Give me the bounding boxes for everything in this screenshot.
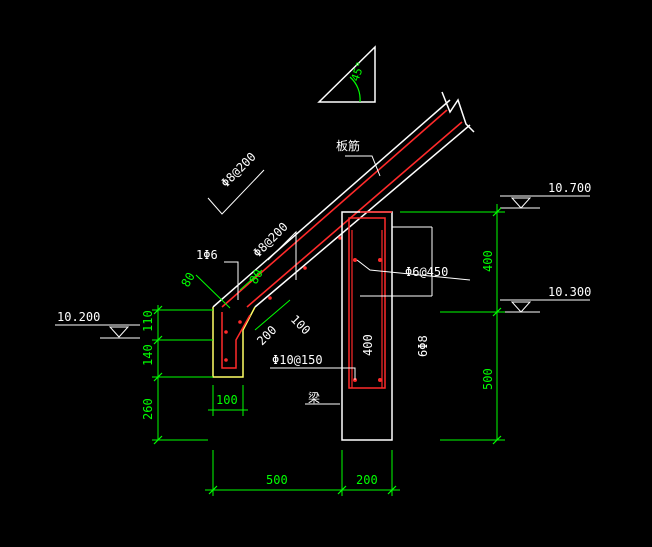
curb-bar-dot-2 [224, 358, 228, 362]
dim-100-slant: 100 [288, 312, 313, 337]
beam-dot-2 [378, 258, 382, 262]
dimension-texts: 400 500 110 140 260 100 500 200 80 80 [141, 250, 495, 487]
dim-260: 260 [141, 398, 155, 420]
elevation-10300: 10.300 [500, 285, 591, 313]
dim-110: 110 [141, 310, 155, 332]
dim-slant-80a [195, 274, 231, 309]
dim-500-right: 500 [481, 368, 495, 390]
beam-stirrup [348, 217, 386, 389]
slope-angle-label: 45° [349, 60, 368, 83]
slope-symbol: 45° [317, 45, 376, 103]
elevation-triangle-1 [510, 197, 532, 209]
leader-1a6 [224, 261, 239, 300]
slab-break-line [441, 91, 475, 133]
main-beam [341, 211, 393, 441]
beam-dot-1 [353, 258, 357, 262]
dim-slant-80b [239, 269, 263, 291]
dim-400-beam: 400 [361, 334, 375, 356]
leader-a8-200-top [207, 169, 265, 215]
slab-bottom-rebar [246, 121, 463, 308]
beam-dot-4 [378, 378, 382, 382]
slab-top-rebar [221, 109, 448, 308]
dim-100-bottom: 100 [216, 393, 238, 407]
label-slab-rebar: 板筋 [336, 138, 360, 153]
leader-slab-rebar [345, 155, 381, 177]
curb-section [212, 236, 342, 378]
dim-140: 140 [141, 344, 155, 366]
label-a6-450: Φ6@450 [405, 265, 448, 279]
slope-arc [349, 76, 361, 103]
leader-lines [207, 155, 471, 405]
elevation-10200: 10.200 [55, 310, 140, 339]
inclined-slab [212, 91, 475, 308]
curb-outline [212, 306, 256, 378]
leader-a10-150 [270, 367, 356, 380]
dim-200-slant: 200 [254, 323, 279, 348]
label-beam: 梁 [308, 390, 320, 405]
dim-80-a: 80 [178, 270, 197, 290]
elevation-triangle-3 [108, 326, 130, 338]
dimension-ticks [153, 207, 502, 495]
slab-bar-dot-2 [303, 266, 307, 270]
dimension-lines [152, 204, 505, 496]
slab-bottom-edge [254, 124, 471, 308]
label-6a8: 6Φ8 [416, 335, 430, 357]
annotation-labels: Φ8@200 板筋 Φ8@200 1Φ6 Φ6@450 6Φ8 Φ10@150 … [196, 138, 448, 405]
elevation-triangle-2 [510, 301, 532, 313]
leader-a6-450 [356, 259, 471, 281]
label-a8-200-top: Φ8@200 [218, 150, 259, 191]
elevation-value-1: 10.700 [548, 181, 591, 195]
slab-bar-dot-3 [338, 236, 342, 240]
slant-texts: 100 200 400 [254, 312, 375, 356]
leader-a8-200-mid [267, 230, 297, 280]
dim-500-bottom: 500 [266, 473, 288, 487]
slab-bar-dot-1 [268, 296, 272, 300]
curb-bar-dot-1 [224, 330, 228, 334]
elevation-value-2: 10.300 [548, 285, 591, 299]
dim-200-bottom: 200 [356, 473, 378, 487]
elevation-10700: 10.700 [500, 181, 591, 209]
dim-400-right: 400 [481, 250, 495, 272]
label-a10-150: Φ10@150 [272, 353, 323, 367]
label-a8-200-mid: Φ8@200 [250, 220, 291, 261]
curb-bar-dot-3 [238, 320, 242, 324]
label-1a6: 1Φ6 [196, 248, 218, 262]
dim-80-b: 80 [246, 267, 265, 287]
slope-triangle [317, 45, 376, 103]
elevation-value-3: 10.200 [57, 310, 100, 324]
dim-slant-200 [254, 299, 291, 331]
curb-rebar [221, 312, 251, 369]
slab-top-edge [212, 99, 451, 308]
